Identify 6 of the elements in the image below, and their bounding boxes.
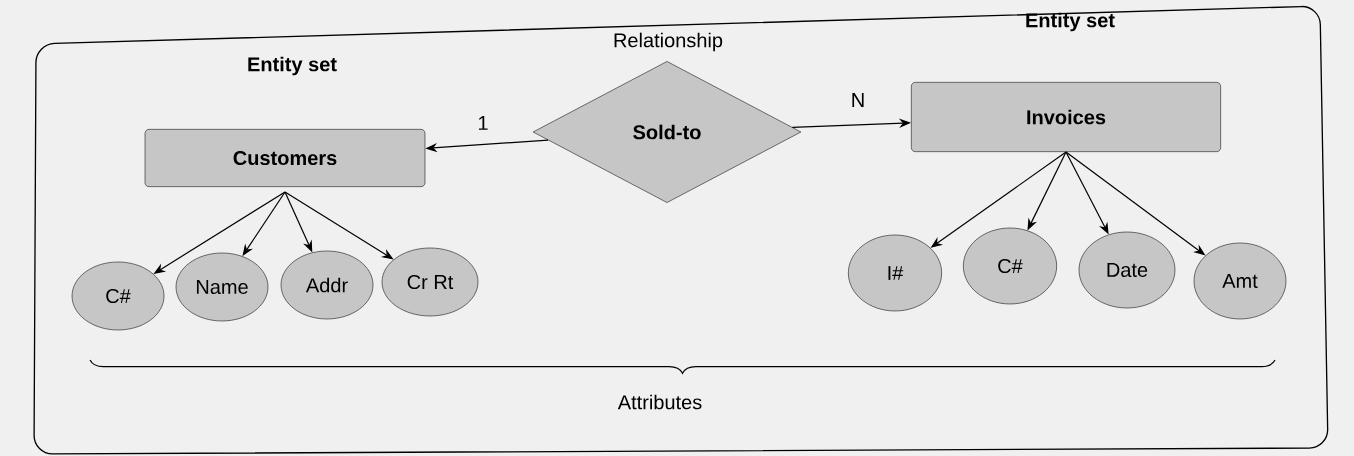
entity-box: Customers bbox=[144, 129, 426, 187]
heading: Relationship bbox=[614, 32, 723, 52]
heading: Entity set bbox=[1026, 12, 1115, 32]
caption-label: Attributes bbox=[617, 394, 702, 410]
entity-box: Invoices bbox=[911, 82, 1221, 152]
heading: Entity set bbox=[248, 56, 337, 76]
